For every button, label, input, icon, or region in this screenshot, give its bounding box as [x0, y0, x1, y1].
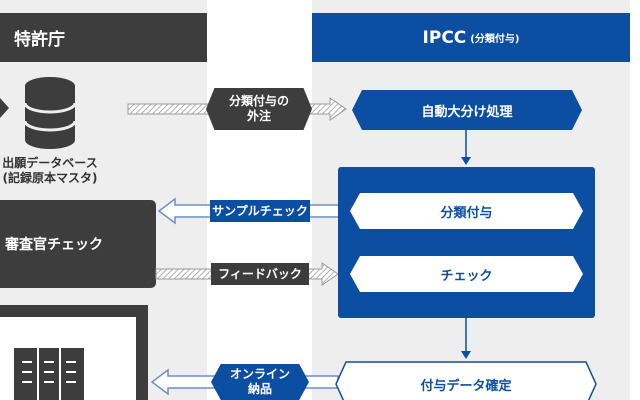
- down-arrow-icon: [461, 351, 471, 359]
- ipcc-lane-header: IPCC (分類付与): [312, 13, 630, 62]
- check-shape: [350, 256, 583, 292]
- database-label: 出願データベース (記録原本マスタ): [2, 156, 98, 185]
- auto-sort-label: 自動大分け処理: [421, 104, 513, 120]
- down-arrow-icon: [461, 157, 471, 165]
- online-delivery-label: オンライン 納品: [211, 364, 309, 400]
- finalize-shape: [335, 361, 597, 400]
- classify-label: 分類付与: [440, 205, 493, 221]
- ipcc-process-group: [338, 167, 595, 318]
- jpo-lane-header: 特許庁: [0, 13, 207, 62]
- check-label: チェック: [440, 268, 493, 284]
- examiner-check-box: [0, 200, 156, 288]
- jpo-lane-title: 特許庁: [14, 30, 65, 50]
- ipcc-lane-subtitle: (分類付与): [470, 34, 520, 45]
- database-icon: [23, 77, 77, 149]
- auto-sort-shape: [352, 90, 582, 130]
- incoming-arrow-icon: [0, 98, 9, 118]
- document-icon: [0, 305, 148, 400]
- sample-check-label: サンプルチェック: [210, 200, 310, 222]
- finalize-label: 付与データ確定: [420, 378, 512, 394]
- outsourcing-label: 分類付与の 外注: [206, 88, 312, 130]
- ipcc-lane-title: IPCC: [422, 27, 467, 48]
- feedback-label: フィードバック: [211, 263, 309, 285]
- classify-shape: [350, 193, 583, 229]
- examiner-check-label: 審査官チェック: [5, 237, 103, 253]
